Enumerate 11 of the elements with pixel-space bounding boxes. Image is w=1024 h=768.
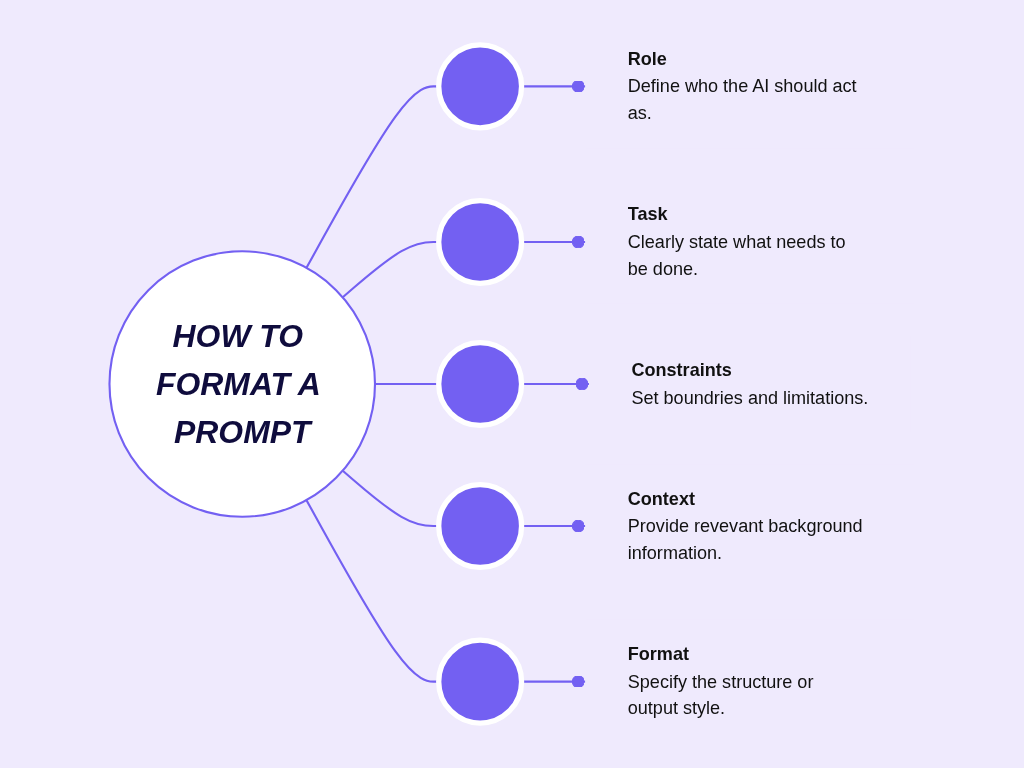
node-circle [436, 42, 525, 131]
node-text: Context Provide revevant background information. [627, 488, 863, 563]
node-text: Constraints Set boundries and limitations. [631, 360, 869, 408]
node-text: Task Clearly state what needs to be done. [627, 204, 846, 279]
node-circle [436, 197, 525, 287]
node-text: Format Specify the structure or output style. [627, 644, 814, 719]
node-circle [436, 637, 525, 726]
node-circle [436, 481, 525, 571]
node-circle: HOW TO FORMAT A PROMPT [108, 250, 377, 518]
node-circle [436, 339, 525, 429]
node-text: Role Define who the AI should act as. [627, 48, 857, 124]
